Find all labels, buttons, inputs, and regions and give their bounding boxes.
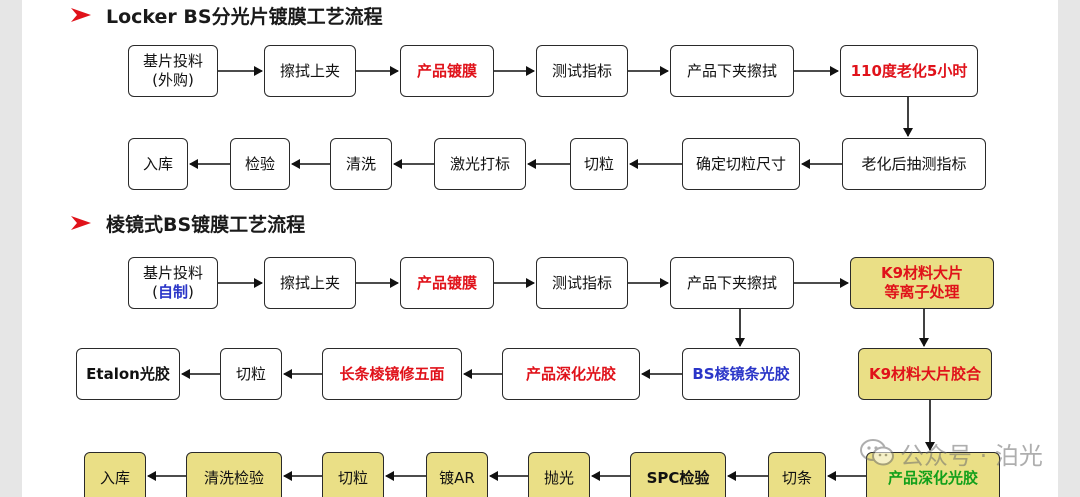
s2-step-test-specs: 测试指标: [536, 257, 628, 309]
s2-step-ar-coating: 镀AR: [426, 452, 488, 497]
s2-step-substrate-feed: 基片投料 (自制): [128, 257, 218, 309]
s2-step-prism-five-faces-label: 长条棱镜修五面: [339, 364, 445, 383]
s2-step-dicing-2-label: 切粒: [337, 468, 368, 487]
s1-step-inspection-label: 检验: [244, 154, 275, 173]
s2-step-substrate-feed-line2: (自制): [152, 283, 194, 302]
s2-step-strip-cutting-label: 切条: [781, 468, 812, 487]
s2-step-spc-inspection: SPC检验: [630, 452, 726, 497]
s2-step-ar-coating-label: 镀AR: [439, 468, 475, 487]
section2-heading: 棱镜式BS镀膜工艺流程: [70, 208, 305, 238]
s1-step-post-aging-test: 老化后抽测指标: [842, 138, 986, 190]
s2-step-deep-bonding-label: 产品深化光胶: [525, 364, 616, 383]
s1-step-aging-label: 110度老化5小时: [850, 61, 968, 80]
s2-step-clean-inspect: 清洗检验: [186, 452, 282, 497]
s2-step-coating: 产品镀膜: [400, 257, 494, 309]
s2-step-test-specs-label: 测试指标: [551, 273, 612, 292]
s2-step-k9-bonding: K9材料大片胶合: [858, 348, 992, 400]
s2-step-etalon-bonding-label: Etalon光胶: [86, 364, 170, 383]
s1-step-dicing-label: 切粒: [583, 154, 614, 173]
watermark: 公众号 · 泊光: [860, 436, 1043, 470]
s2-step-clean-inspect-label: 清洗检验: [203, 468, 264, 487]
section1-heading: Locker BS分光片镀膜工艺流程: [70, 0, 383, 30]
s2-step-strip-cutting: 切条: [768, 452, 826, 497]
section2-title: 棱镜式BS镀膜工艺流程: [106, 213, 306, 236]
s2-step-spc-inspection-label: SPC检验: [646, 468, 710, 487]
s1-step-wipe-clamp-label: 擦拭上夹: [279, 61, 340, 80]
s1-step-determine-size-label: 确定切粒尺寸: [695, 154, 786, 173]
s2-step-unclamp-wipe: 产品下夹擦拭: [670, 257, 794, 309]
section1-title: Locker BS分光片镀膜工艺流程: [106, 5, 383, 28]
s1-step-unclamp-wipe-label: 产品下夹擦拭: [686, 61, 777, 80]
s2-step-warehouse-label: 入库: [99, 468, 130, 487]
s1-step-aging: 110度老化5小时: [840, 45, 978, 97]
s1-step-test-specs: 测试指标: [536, 45, 628, 97]
s2-step-substrate-feed-line1: 基片投料: [142, 264, 203, 282]
s2-step-dicing: 切粒: [220, 348, 282, 400]
s2-step-prism-five-faces: 长条棱镜修五面: [322, 348, 462, 400]
s2-step-k9-bonding-label: K9材料大片胶合: [868, 364, 982, 383]
s1-step-wipe-clamp: 擦拭上夹: [264, 45, 356, 97]
s1-step-substrate-feed-line1: 基片投料: [142, 52, 203, 70]
s1-step-inspection: 检验: [230, 138, 290, 190]
s2-step-deep-bonding: 产品深化光胶: [502, 348, 640, 400]
s2-step-coating-label: 产品镀膜: [416, 273, 477, 292]
s2-step-polishing: 抛光: [528, 452, 590, 497]
s2-step-wipe-clamp: 擦拭上夹: [264, 257, 356, 309]
paren-open: (: [152, 283, 158, 301]
s1-step-cleaning: 清洗: [330, 138, 392, 190]
s2-step-bs-prism-bonding-label: BS棱镜条光胶: [692, 364, 790, 383]
red-arrow-icon: [71, 216, 91, 230]
self-made-label: 自制: [157, 283, 188, 301]
s2-step-k9-plasma-line1: K9材料大片: [880, 264, 964, 282]
s2-step-warehouse: 入库: [84, 452, 146, 497]
s2-step-wipe-clamp-label: 擦拭上夹: [279, 273, 340, 292]
s2-step-k9-plasma-line2: 等离子处理: [884, 283, 960, 301]
s1-step-laser-marking-label: 激光打标: [449, 154, 510, 173]
s1-step-unclamp-wipe: 产品下夹擦拭: [670, 45, 794, 97]
wechat-logo-icon: [860, 439, 894, 466]
s2-step-etalon-bonding: Etalon光胶: [76, 348, 180, 400]
s2-step-bs-prism-bonding: BS棱镜条光胶: [682, 348, 800, 400]
s2-step-unclamp-wipe-label: 产品下夹擦拭: [686, 273, 777, 292]
s1-step-laser-marking: 激光打标: [434, 138, 526, 190]
red-arrow-icon: [71, 8, 91, 22]
s2-step-dicing-label: 切粒: [235, 364, 266, 383]
paren-close: ): [188, 283, 194, 301]
s1-step-substrate-feed: 基片投料 (外购): [128, 45, 218, 97]
s2-step-deep-bonding-2-label: 产品深化光胶: [887, 468, 978, 487]
slide: Locker BS分光片镀膜工艺流程 基片投料 (外购) 擦拭上夹 产品镀膜 测…: [22, 0, 1058, 497]
s1-step-cleaning-label: 清洗: [345, 154, 376, 173]
s2-step-deep-bonding-2: 产品深化光胶: [866, 452, 1000, 497]
s1-step-post-aging-test-label: 老化后抽测指标: [861, 154, 967, 173]
s1-step-test-specs-label: 测试指标: [551, 61, 612, 80]
s1-step-substrate-feed-line2: (外购): [152, 71, 194, 89]
s1-step-determine-size: 确定切粒尺寸: [682, 138, 800, 190]
s1-step-coating: 产品镀膜: [400, 45, 494, 97]
s1-step-coating-label: 产品镀膜: [416, 61, 477, 80]
s1-step-warehouse: 入库: [128, 138, 188, 190]
s2-step-polishing-label: 抛光: [543, 468, 574, 487]
s1-step-warehouse-label: 入库: [142, 154, 173, 173]
s2-step-dicing-2: 切粒: [322, 452, 384, 497]
s1-step-dicing: 切粒: [570, 138, 628, 190]
s2-step-k9-plasma: K9材料大片 等离子处理: [850, 257, 994, 309]
watermark-text: 公众号 · 泊光: [900, 441, 1043, 470]
